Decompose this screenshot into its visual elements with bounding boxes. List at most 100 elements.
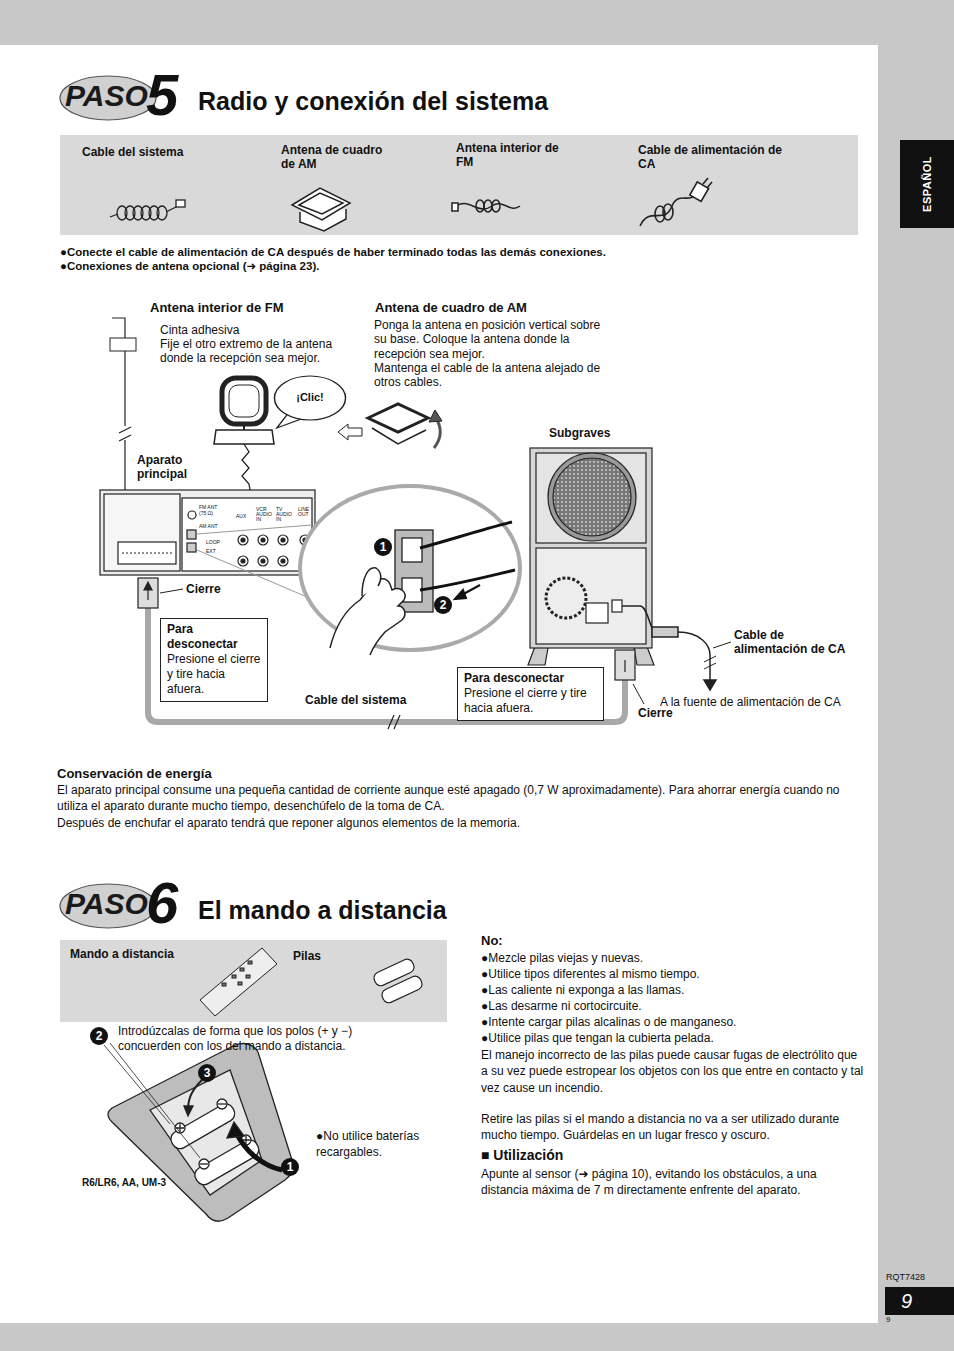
note-heading: Para desconectar bbox=[167, 622, 261, 652]
system-cable-icon bbox=[157, 206, 167, 220]
remote-icon bbox=[200, 948, 277, 1016]
note-body: Presione el cierre y tire hacia afuera. bbox=[464, 686, 597, 716]
main-unit bbox=[258, 556, 268, 566]
step-oval bbox=[60, 76, 156, 120]
callout-circle: 2 bbox=[90, 1027, 108, 1045]
callout-number: 2 bbox=[434, 596, 452, 614]
instruction: Mantenga el cable de la antena alejado d… bbox=[374, 361, 609, 390]
main-unit bbox=[188, 511, 196, 519]
am-loop-antenna bbox=[242, 444, 250, 490]
port-label: AM ANT bbox=[199, 524, 218, 529]
power-cord-icon bbox=[690, 182, 709, 201]
note: ●Conecte el cable de alimentación de CA … bbox=[60, 246, 606, 260]
callout-circle: 1 bbox=[374, 538, 392, 556]
page-margin bbox=[0, 1323, 954, 1351]
zoom-circle bbox=[300, 486, 520, 650]
remote-illustration bbox=[192, 1137, 262, 1188]
remote-illustration bbox=[104, 1043, 293, 1221]
remote-illustration bbox=[218, 1103, 226, 1104]
battery-icon bbox=[380, 974, 424, 1004]
power-cable bbox=[652, 627, 678, 637]
callout-circle: 2 bbox=[434, 596, 452, 614]
step-number: 6 bbox=[146, 874, 178, 932]
part-label: Cable de alimentación de CA bbox=[734, 628, 859, 657]
am-loop-antenna bbox=[243, 424, 245, 430]
fm-antenna-wire bbox=[119, 427, 131, 441]
callout-circle: 3 bbox=[198, 1064, 216, 1082]
language-tab: ESPAÑOL bbox=[900, 140, 954, 228]
system-cable-icon bbox=[110, 206, 178, 217]
remote-illustration bbox=[104, 1043, 200, 1158]
cable-plug bbox=[138, 578, 158, 608]
part-label: Antena de cuadro de AM bbox=[375, 300, 527, 316]
am-loop-icon bbox=[299, 193, 343, 214]
power-cord-icon bbox=[640, 178, 712, 226]
remote-icon bbox=[200, 948, 277, 1016]
subwoofer bbox=[548, 453, 636, 541]
power-cord-icon bbox=[703, 178, 712, 188]
main-unit bbox=[238, 535, 248, 545]
instruction: Introdúzcalas de forma que los polos (+ … bbox=[118, 1024, 393, 1054]
step-number: 5 bbox=[146, 66, 178, 124]
port-label: LINE OUT bbox=[298, 507, 311, 517]
am-antenna-standing bbox=[434, 418, 440, 448]
note-body: Presione el cierre y tire hacia afuera. bbox=[167, 652, 261, 697]
power-cable bbox=[622, 606, 656, 632]
step-badge: PASO5 bbox=[58, 68, 188, 124]
remote-illustration bbox=[200, 1163, 208, 1164]
part-label: Aparato principal bbox=[137, 453, 212, 482]
note-box: Para desconectarPresione el cierre y tir… bbox=[457, 667, 604, 721]
accessory-name: Cable del sistema bbox=[82, 145, 212, 159]
zoom-leader bbox=[197, 525, 312, 534]
document-code: RQT7428 bbox=[886, 1273, 925, 1283]
leader-line bbox=[160, 589, 183, 593]
main-unit bbox=[238, 556, 248, 566]
part-label: A la fuente de alimentación de CA bbox=[660, 695, 841, 709]
language-tab: ESPAÑOL bbox=[922, 156, 933, 212]
port-label: TV AUDIO IN bbox=[276, 507, 289, 522]
am-antenna-standing bbox=[368, 404, 428, 432]
power-cable bbox=[678, 632, 710, 684]
fm-antenna-icon bbox=[492, 200, 500, 212]
am-loop-antenna bbox=[229, 385, 259, 417]
battery-type: R6/LR6, AA, UM-3 bbox=[82, 1177, 166, 1189]
fm-antenna-icon bbox=[452, 200, 520, 212]
cable-plug bbox=[624, 660, 625, 672]
fm-antenna-icon bbox=[484, 200, 492, 212]
note: ●Conexiones de antena opcional (➜ página… bbox=[60, 260, 319, 274]
page-margin bbox=[0, 0, 954, 45]
leader-line bbox=[713, 642, 731, 648]
main-unit bbox=[258, 535, 268, 545]
section-heading: El mando a distancia bbox=[198, 895, 447, 925]
main-unit bbox=[278, 535, 288, 545]
subheading: Conservación de energía bbox=[57, 766, 212, 782]
warning-item: ●Las desarme ni cortocircuite. bbox=[481, 999, 642, 1015]
power-cable bbox=[704, 656, 716, 669]
battery-icon bbox=[372, 957, 424, 1004]
main-unit bbox=[118, 542, 176, 564]
power-cable bbox=[622, 606, 716, 690]
terminal-zoom bbox=[420, 522, 512, 548]
remote-illustration bbox=[199, 1159, 209, 1169]
system-cable bbox=[388, 715, 400, 729]
leader-line bbox=[160, 589, 731, 704]
bubble-text: ¡Clic! bbox=[272, 391, 348, 404]
port-label: VCR AUDIO IN bbox=[256, 507, 269, 522]
step-oval bbox=[60, 884, 156, 928]
remote-icon bbox=[248, 961, 252, 964]
port-label: AUX bbox=[236, 514, 246, 519]
paragraph: Retire las pilas si el mando a distancia… bbox=[481, 1111, 851, 1144]
am-antenna-standing bbox=[368, 404, 442, 448]
adhesive-tape bbox=[110, 338, 136, 351]
main-unit bbox=[261, 538, 265, 542]
remote-icon bbox=[232, 975, 236, 978]
part-label: Cinta adhesiva bbox=[160, 323, 239, 337]
main-unit bbox=[281, 538, 285, 542]
terminal-zoom bbox=[395, 522, 515, 612]
instruction: Ponga la antena en posición vertical sob… bbox=[374, 318, 609, 361]
system-cable bbox=[148, 608, 625, 722]
am-antenna-standing bbox=[429, 410, 442, 422]
push-arrow bbox=[455, 590, 466, 599]
callout-number: 1 bbox=[374, 538, 392, 556]
instruction: Fije el otro extremo de la antena donde … bbox=[160, 337, 355, 366]
